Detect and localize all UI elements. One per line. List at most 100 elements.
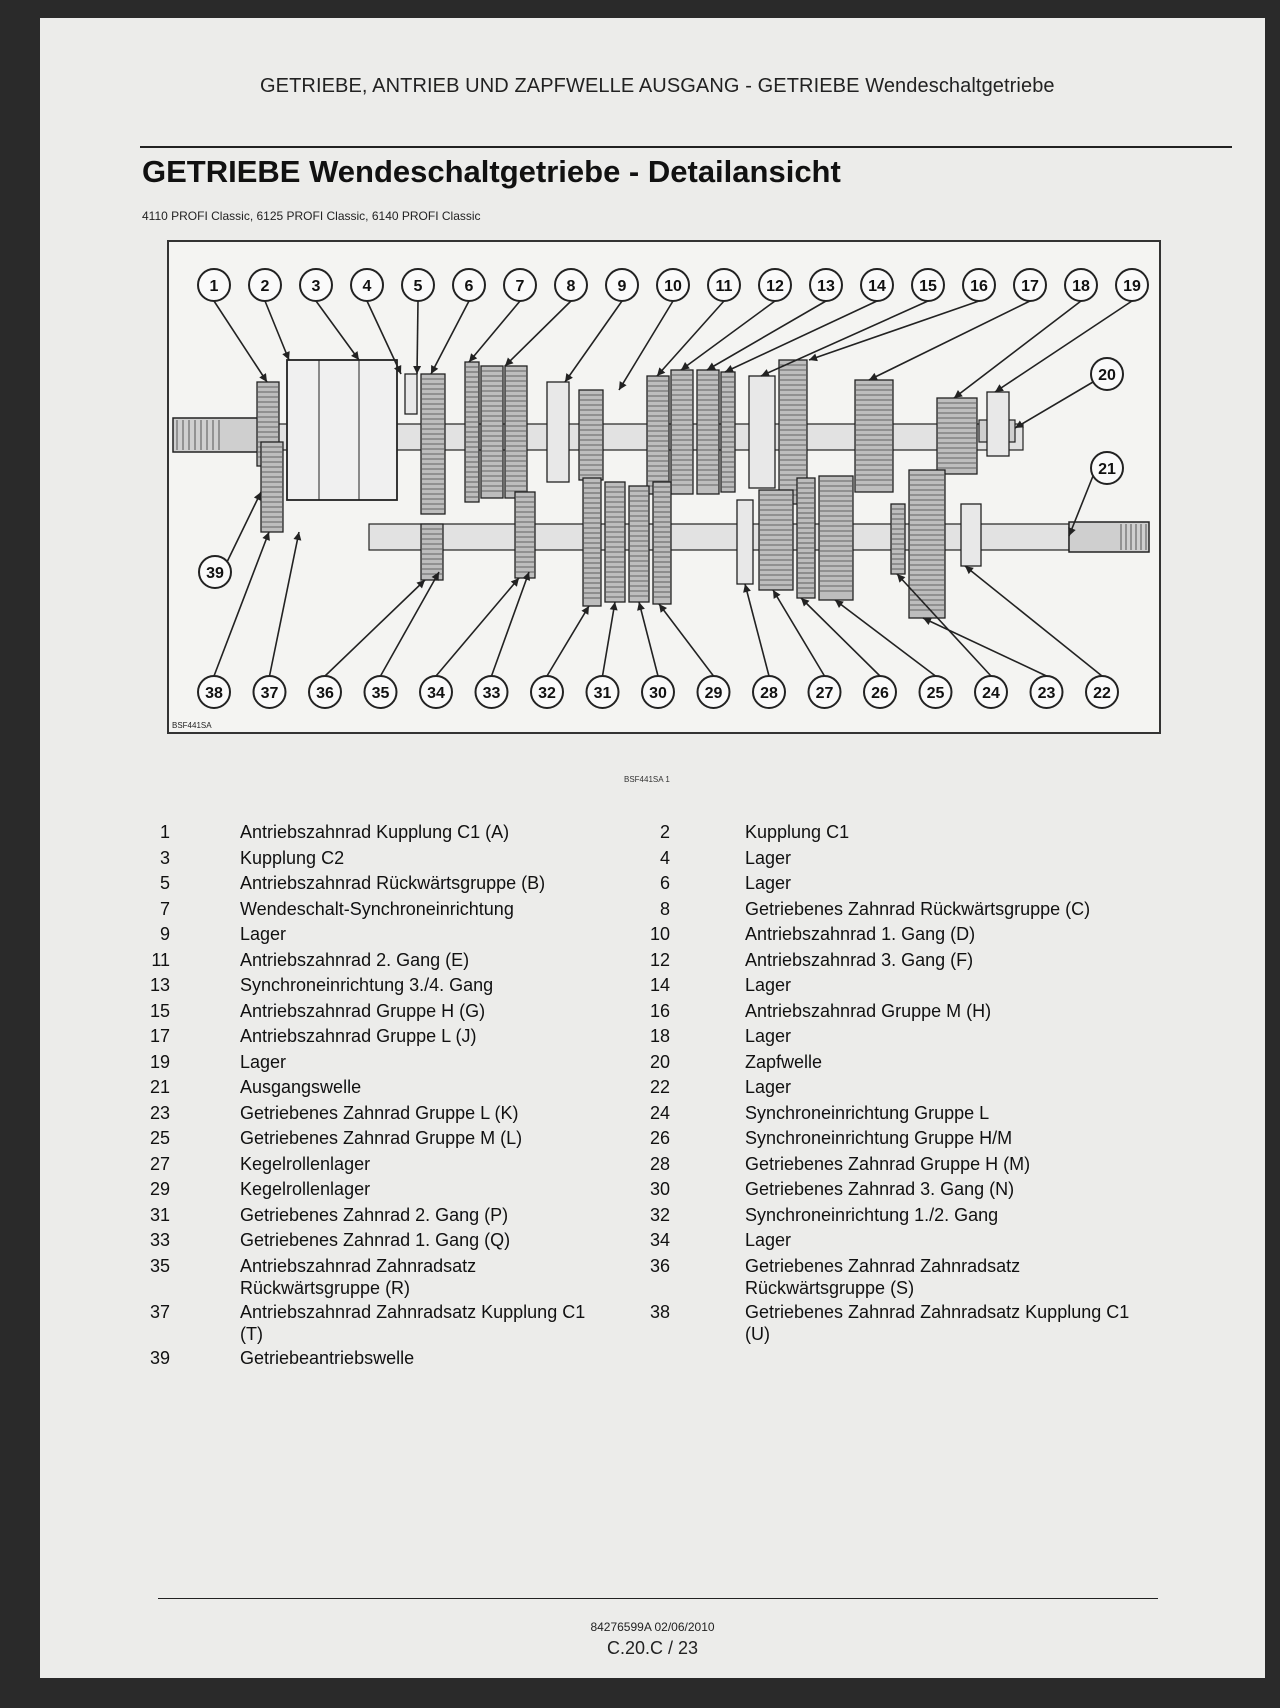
leader-line	[315, 300, 360, 361]
output-shaft	[1068, 521, 1150, 553]
callout-label: 32	[538, 685, 556, 702]
legend-number: 1	[159, 822, 170, 842]
legend-number: 31	[149, 1204, 170, 1225]
callout: 31	[585, 675, 620, 709]
gear-drawing	[172, 359, 1150, 619]
clutch-housing	[286, 359, 398, 501]
legend-text: Getriebeantriebswelle	[240, 1347, 415, 1368]
callout-circle	[503, 268, 537, 302]
leader-arrow	[1015, 420, 1024, 428]
leader-line	[868, 300, 1031, 381]
leader-line	[546, 605, 590, 677]
model-list: 4110 PROFI Classic, 6125 PROFI Classic, …	[142, 209, 481, 223]
callout: 35	[363, 675, 398, 709]
legend-text: Synchroneinrichtung Gruppe H/M	[745, 1128, 1013, 1148]
callout: 15	[911, 268, 945, 302]
callout-circle	[863, 675, 897, 709]
legend-number: 26	[649, 1128, 670, 1148]
callout-circle	[807, 675, 842, 709]
callout-circle	[1115, 268, 1149, 302]
callout-circle	[1064, 268, 1098, 302]
leader-arrow	[262, 532, 270, 541]
callout-label: 14	[868, 278, 886, 295]
callout-circle	[350, 268, 384, 302]
callout: 22	[1085, 675, 1119, 709]
callout-label: 33	[483, 685, 501, 702]
callout-circle	[1090, 451, 1124, 485]
legend-text: Lager	[745, 847, 792, 868]
leader-arrow	[619, 381, 627, 390]
leader-line	[490, 571, 530, 677]
callout: 14	[860, 268, 894, 302]
callout-label: 4	[363, 278, 372, 295]
leader-line	[268, 531, 300, 677]
leader-line	[618, 300, 674, 391]
callout-circle	[1085, 675, 1119, 709]
callout-circle	[197, 675, 231, 709]
gear-lower	[514, 491, 536, 579]
callout-label: 16	[970, 278, 988, 295]
callout-label: 28	[760, 685, 778, 702]
callout-circle	[585, 675, 620, 709]
legend-text: Ausgangswelle	[240, 1077, 362, 1097]
leader-arrow	[351, 351, 359, 360]
callout-label: 37	[261, 685, 279, 702]
callout: 7	[503, 268, 537, 302]
legend-number: 11	[151, 949, 170, 970]
legend-number: 9	[159, 924, 170, 944]
callout-label: 12	[766, 278, 784, 295]
legend-text: Synchroneinrichtung 3./4. Gang	[240, 975, 494, 995]
legend-number: 18	[649, 1026, 670, 1046]
legend-number: 32	[649, 1204, 670, 1225]
leader-arrow	[954, 389, 963, 398]
leader-arrow	[413, 365, 422, 374]
leader-arrow	[743, 584, 751, 593]
callout: 2	[248, 268, 282, 302]
leader-arrow	[761, 369, 770, 377]
legend-number: 27	[149, 1153, 170, 1174]
callout-label: 7	[516, 278, 525, 295]
callout-circle	[911, 268, 945, 302]
leader-line	[658, 603, 715, 677]
callout-circle	[1090, 357, 1124, 391]
callout-circle	[974, 675, 1008, 709]
callout-circle	[419, 675, 453, 709]
callout-circle	[605, 268, 639, 302]
legend-number: 39	[149, 1347, 170, 1368]
callout-label: 18	[1072, 278, 1090, 295]
legend-text: Lager	[745, 1026, 792, 1046]
legend-text: Lager	[745, 975, 792, 995]
figure-code: BSF441SA	[172, 721, 212, 730]
manual-page: GETRIEBE, ANTRIEB UND ZAPFWELLE AUSGANG …	[40, 18, 1265, 1678]
callout-circle	[656, 268, 690, 302]
callout-label: 24	[982, 685, 1000, 702]
callout-circle	[554, 268, 588, 302]
callout-circle	[641, 675, 675, 709]
leader-arrow	[801, 598, 810, 607]
callout-circle	[1013, 268, 1047, 302]
gear-lower	[652, 481, 672, 605]
leader-arrow	[772, 590, 781, 599]
callout-circle	[1029, 675, 1064, 709]
legend-number: 25	[149, 1128, 170, 1148]
callout-circle	[809, 268, 843, 302]
leader-arrow	[995, 384, 1004, 392]
callout: 4	[350, 268, 384, 302]
leader-arrow	[707, 362, 716, 370]
leader-line	[964, 565, 1103, 677]
legend-text: Getriebenes Zahnrad Gruppe H (M)	[745, 1153, 1031, 1174]
leader-arrow	[505, 357, 514, 366]
callout-label: 8	[567, 278, 576, 295]
callout: 39	[198, 555, 232, 589]
leader-line	[808, 300, 980, 361]
legend-number: 28	[649, 1153, 670, 1174]
legend-number: 29	[149, 1179, 170, 1199]
leader-arrow	[393, 365, 402, 374]
leader-line	[1014, 381, 1094, 429]
legend-text: Antriebszahnrad 2. Gang (E)	[240, 949, 470, 970]
bearing	[748, 375, 776, 489]
leader-line	[366, 300, 402, 375]
callout-circle	[401, 268, 435, 302]
leader-line	[656, 300, 725, 377]
